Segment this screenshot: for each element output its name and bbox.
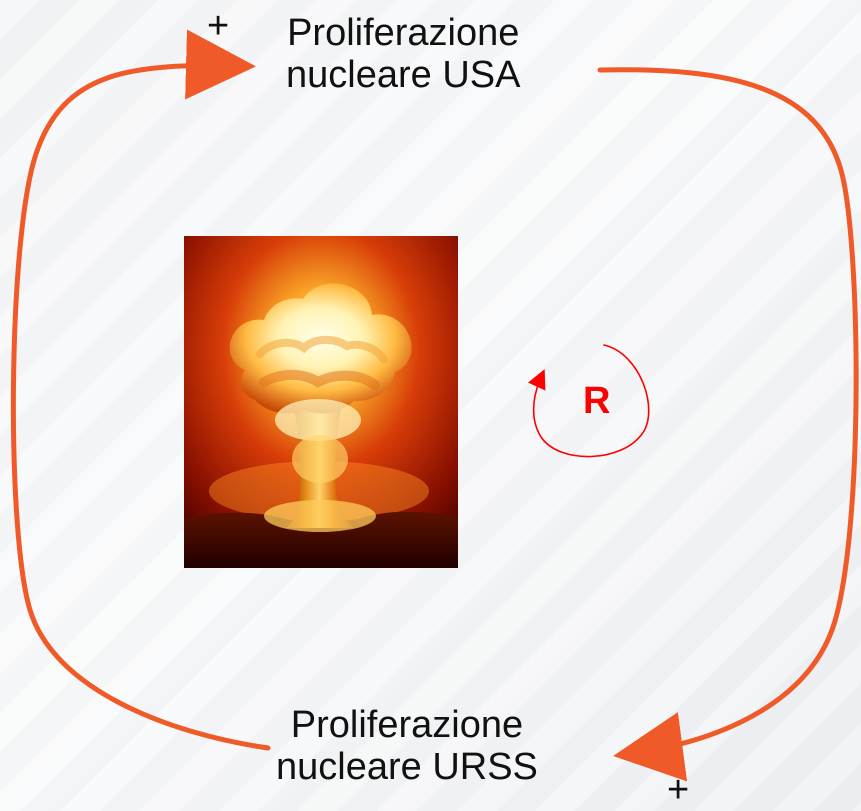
stem-glow	[292, 435, 348, 483]
urss-label-line-2: nucleare URSS	[276, 746, 538, 788]
base-flash	[264, 500, 376, 532]
neck-glow	[275, 399, 361, 441]
usa-node-label: Proliferazione nucleare USA	[286, 12, 520, 96]
bottom-polarity-plus: +	[667, 769, 690, 811]
top-polarity-plus: +	[207, 5, 230, 47]
cap-detail-top	[256, 335, 388, 364]
urss-node-label: Proliferazione nucleare URSS	[276, 704, 538, 788]
right-feedback-arrow	[597, 67, 859, 782]
reinforcing-loop-label: R	[583, 380, 611, 422]
usa-label-line-1: Proliferazione	[287, 12, 520, 54]
nuclear-explosion-image	[184, 236, 458, 568]
explosion-illustration	[184, 236, 458, 568]
left-feedback-arrow	[10, 29, 271, 751]
urss-label-line-1: Proliferazione	[290, 704, 524, 746]
ground-shadow	[184, 511, 458, 568]
usa-label-line-2: nucleare USA	[286, 54, 521, 96]
reinforcing-loop-arrow	[527, 344, 650, 458]
cap-detail-bottom	[259, 369, 380, 390]
